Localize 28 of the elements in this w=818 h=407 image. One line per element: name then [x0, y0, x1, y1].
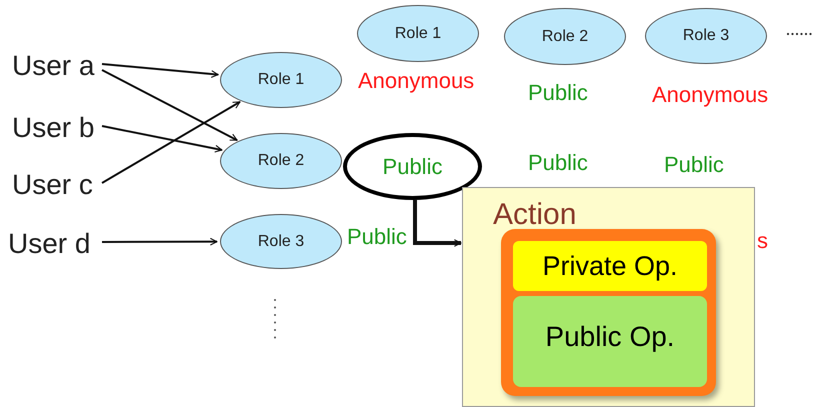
action-panel	[462, 187, 755, 407]
role-ellipse: Role 2	[504, 8, 626, 65]
access-label: Anonymous	[652, 84, 768, 106]
arrow	[413, 200, 462, 247]
access-label: Public	[664, 154, 724, 176]
arrow	[102, 238, 218, 246]
access-label: Public	[528, 82, 588, 104]
access-label: Public	[528, 152, 588, 174]
arrow	[102, 69, 238, 142]
arrow	[102, 101, 240, 184]
role-ellipse: Role 2	[220, 133, 342, 189]
role-ellipse: Role 3	[645, 8, 767, 64]
access-label: Public	[347, 226, 407, 248]
user-label: User a	[12, 48, 100, 84]
access-label: Anonymous	[358, 70, 474, 92]
arrow	[102, 63, 219, 78]
role-ellipse: Role 3	[220, 214, 342, 269]
access-label: s	[757, 230, 768, 252]
user-label: User d	[8, 226, 100, 262]
user-label: User b	[12, 110, 100, 146]
arrow	[102, 125, 222, 153]
user-label: User c	[12, 167, 100, 203]
public-op-box: Public Op.	[513, 296, 707, 387]
role-ellipse: Role 1	[220, 52, 342, 108]
role-ellipse: Role 1	[357, 5, 479, 62]
operations-frame	[501, 229, 716, 396]
panel-heading: Action	[493, 198, 576, 231]
private-op-box: Private Op.	[513, 241, 707, 291]
